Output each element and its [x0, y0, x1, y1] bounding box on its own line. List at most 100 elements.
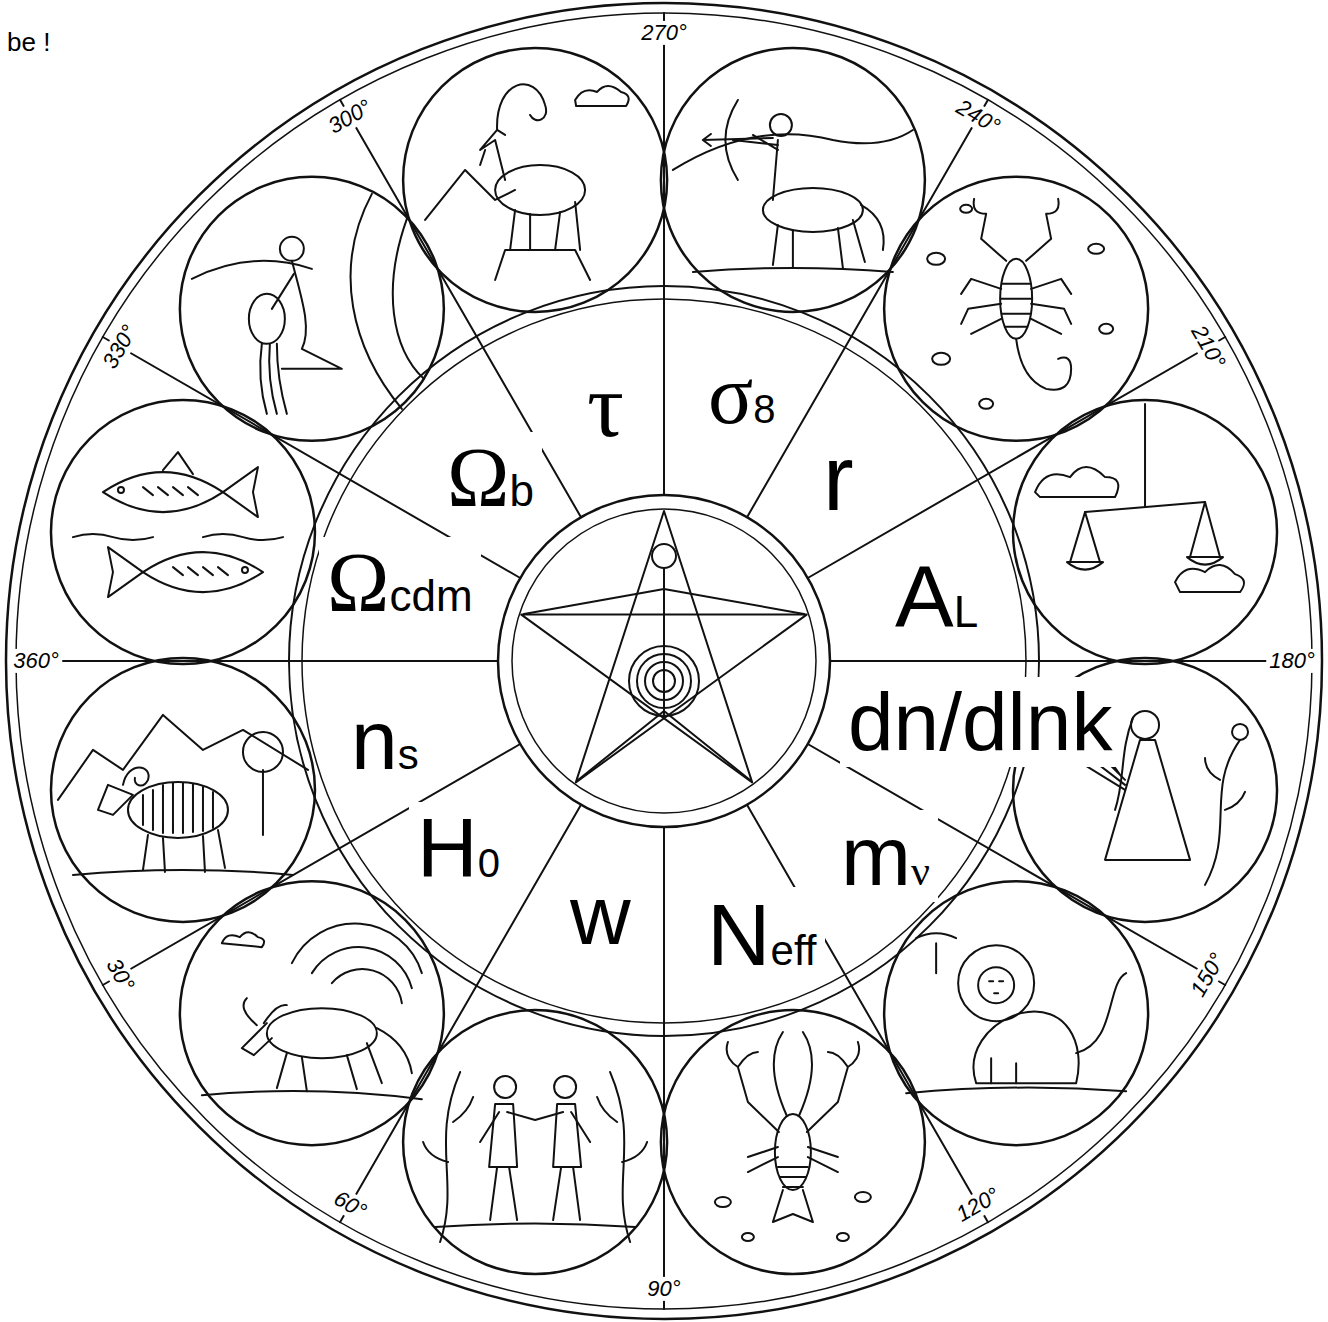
capricorn-medallion-part-part — [575, 86, 629, 106]
sector-lines-part — [16, 660, 498, 662]
scorpio-medallion-part-part — [961, 279, 1071, 334]
taurus-medallion-part — [202, 924, 422, 1100]
leo-medallion-part — [906, 933, 1126, 1093]
aries-medallion — [51, 658, 315, 922]
parameter-symbol: w — [570, 868, 631, 962]
outer-rim-part — [16, 13, 1312, 1309]
parameter-symbol: Ω — [327, 536, 389, 629]
pisces-medallion-part-part — [143, 452, 198, 495]
aquarius-medallion-part-part — [351, 194, 424, 409]
aries-medallion-part-part — [98, 785, 133, 815]
pentagram-emblem-part-part — [521, 511, 806, 782]
aries-medallion-part-part — [128, 782, 228, 838]
aries-medallion-part — [58, 715, 308, 875]
inner-ring-part — [289, 286, 1039, 1036]
parameter-symbol: τ — [587, 354, 624, 456]
scorpio-medallion-part — [927, 199, 1113, 409]
cancer-medallion-part-part — [855, 1192, 871, 1202]
parameter-subscript: L — [954, 587, 978, 636]
cancer-medallion-part-part — [748, 1147, 838, 1172]
aquarius-medallion-part-part — [249, 294, 285, 344]
pentagram-emblem-part — [512, 509, 816, 813]
scorpio-medallion-part-part — [932, 353, 950, 365]
sector-lines-part — [830, 660, 1312, 662]
taurus-medallion-part-part — [202, 1091, 422, 1099]
cancer-medallion-part-part — [778, 1167, 808, 1187]
pisces-medallion-part — [73, 452, 283, 597]
cancer-medallion-part-part — [715, 1197, 731, 1207]
parameter-symbol: r — [823, 427, 854, 529]
gemini-medallion-part — [403, 1010, 667, 1274]
parameter-box: Ωb — [439, 432, 542, 524]
leo-medallion-part-part — [974, 1012, 1079, 1084]
caption-fragment: be ! — [4, 28, 53, 57]
sector-lines-part — [747, 100, 988, 517]
capricorn-medallion-part — [425, 84, 629, 280]
gemini-medallion-part-part — [494, 1076, 516, 1098]
pentagram-emblem-part-part — [645, 662, 683, 700]
leo-medallion-part-part — [978, 967, 1014, 1003]
aries-medallion-part-part — [73, 870, 293, 875]
parameter-symbol: n — [351, 693, 398, 787]
aquarius-medallion-part-part — [280, 237, 304, 261]
inner-ring — [289, 286, 1039, 1036]
parameter-box: dn/dlnk — [840, 677, 1120, 767]
sector-lines — [16, 13, 1312, 1309]
degree-label: 210° — [1185, 319, 1232, 376]
scorpio-medallion-part-part — [1000, 259, 1032, 339]
leo-medallion — [884, 881, 1148, 1145]
capricorn-medallion-part-part — [480, 130, 505, 180]
leo-medallion-part-part — [991, 1058, 1016, 1083]
sagittarius-medallion-part-part — [693, 268, 893, 272]
pisces-medallion-part-part — [223, 467, 258, 517]
pisces-medallion-part-part — [73, 534, 283, 540]
cancer-medallion-part-part — [774, 1032, 812, 1116]
capricorn-medallion-part — [403, 48, 667, 312]
gemini-medallion — [403, 1010, 667, 1274]
aries-medallion-part-part — [143, 783, 213, 833]
aries-medallion-part-part — [123, 767, 149, 785]
parameter-box: σ8 — [700, 349, 784, 441]
cancer-medallion-part-part — [727, 1042, 860, 1132]
taurus-medallion-part-part — [267, 1008, 377, 1058]
scorpio-medallion-part-part — [927, 253, 945, 265]
capricorn-medallion-part-part — [495, 165, 585, 215]
taurus-medallion-part-part — [377, 1028, 412, 1073]
taurus-medallion-part-part — [277, 1043, 382, 1091]
parameter-subscript: eff — [771, 927, 817, 974]
taurus-medallion-part-part — [242, 1023, 272, 1055]
libra-medallion-part-part — [1035, 467, 1118, 497]
pisces-medallion-part-part — [242, 567, 248, 573]
gemini-medallion-part-part — [480, 1112, 590, 1142]
parameter-subscript: ν — [911, 848, 930, 894]
degree-label: 360° — [10, 649, 62, 673]
capricorn-medallion-part-part — [480, 150, 485, 165]
parameter-box: w — [562, 869, 639, 961]
pentagram-emblem-part-part — [629, 646, 699, 716]
sagittarius-medallion-part-part — [861, 205, 884, 250]
scorpio-medallion-part-part — [974, 199, 1059, 261]
pentagram-emblem-part-part — [524, 569, 804, 780]
degree-label: 60° — [327, 1185, 373, 1226]
scorpio-medallion-part — [884, 177, 1148, 441]
aquarius-medallion-part — [180, 177, 444, 441]
parameter-box: τ — [579, 355, 632, 455]
pentagram-emblem-part-part — [652, 544, 676, 568]
parameter-symbol: Ω — [447, 431, 509, 524]
parameter-symbol: dn/dlnk — [848, 676, 1112, 767]
scorpio-medallion — [884, 177, 1148, 441]
pentagram-emblem-part-part — [637, 654, 691, 708]
libra-medallion-part-part — [1175, 565, 1244, 592]
degree-label: 270° — [638, 21, 690, 45]
aquarius-medallion-part — [192, 194, 424, 414]
inner-ring-part — [302, 299, 1026, 1023]
aquarius-medallion-part-part — [260, 344, 287, 414]
leo-medallion-part-part — [916, 933, 956, 973]
leo-medallion-part-part — [1076, 973, 1126, 1053]
cancer-medallion-part-part — [773, 1190, 813, 1222]
parameter-box: Neff — [699, 887, 825, 983]
degree-label: 300° — [322, 94, 379, 141]
scorpio-medallion-part-part — [1099, 324, 1113, 334]
